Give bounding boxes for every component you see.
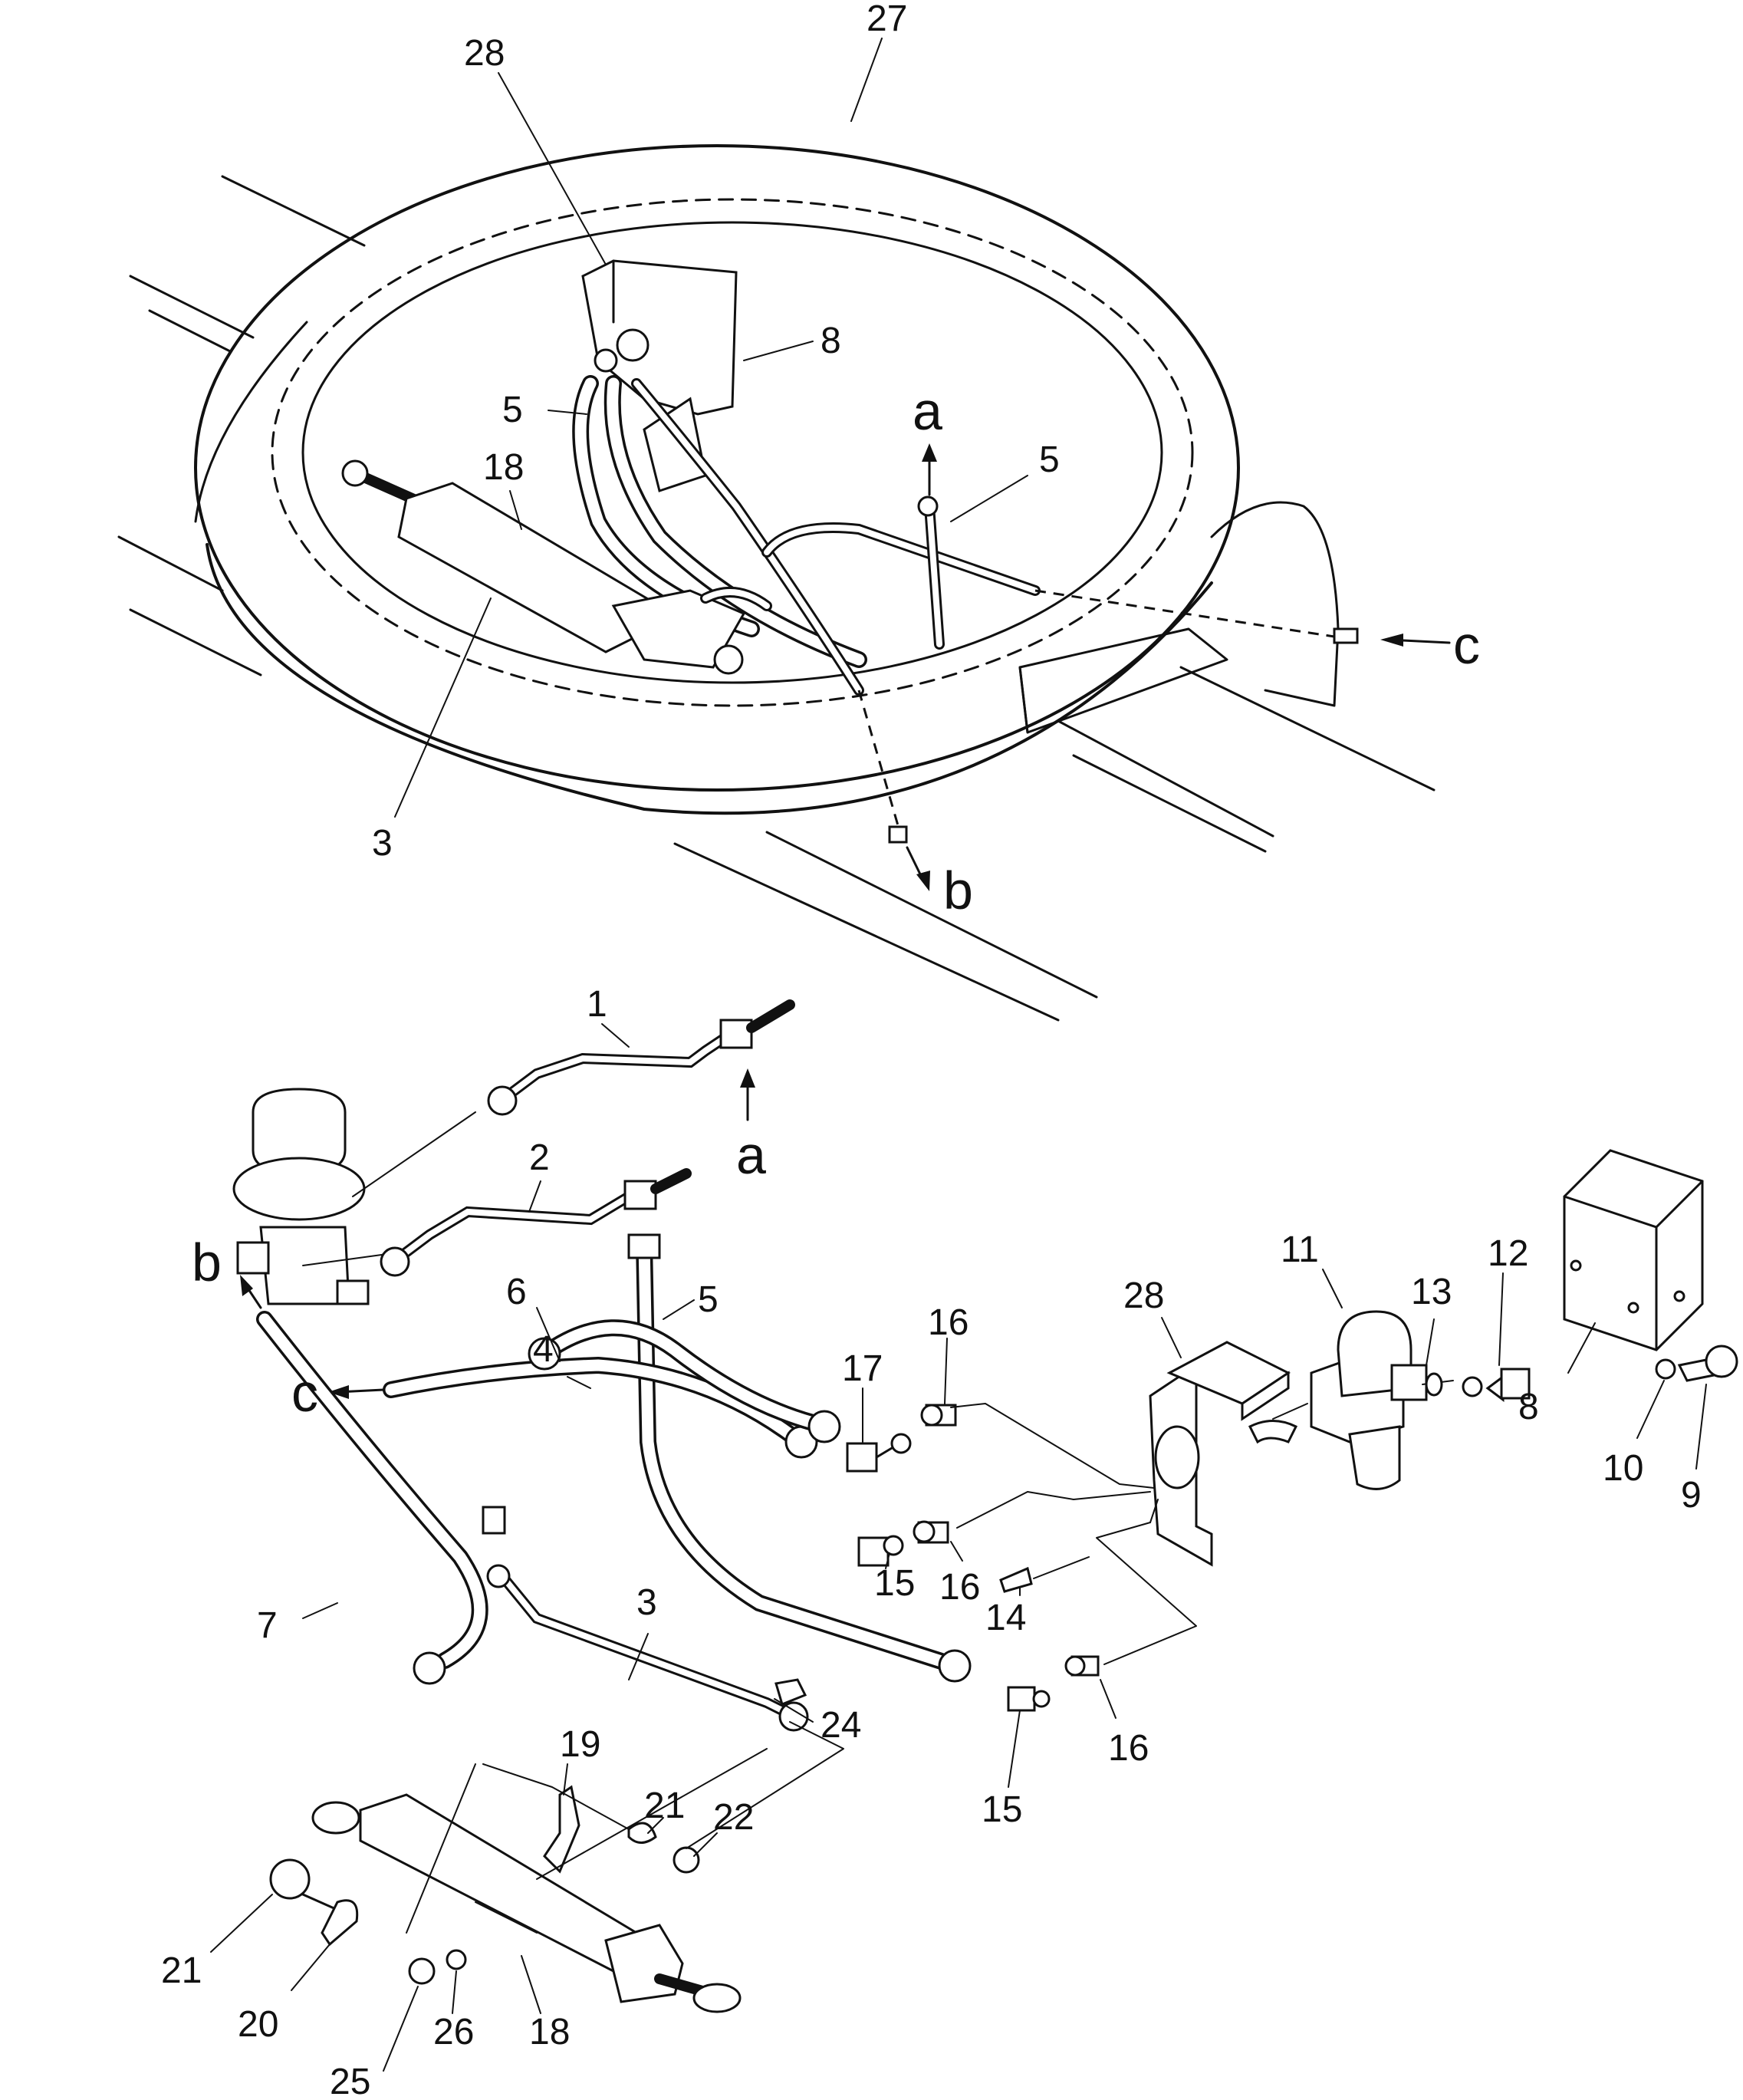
callout-15-b: 15: [982, 1789, 1022, 1830]
cylinder-18: [311, 1793, 742, 2013]
callout-19: 19: [560, 1724, 600, 1765]
callout-6: 6: [506, 1272, 527, 1312]
callout-28-bottom: 28: [1123, 1275, 1164, 1316]
hose-6: [328, 1356, 818, 1459]
pipe-1: [487, 999, 795, 1121]
callout-9: 9: [1681, 1475, 1702, 1516]
callout-18-top: 18: [483, 447, 524, 488]
cover-8: [1563, 1149, 1704, 1351]
fittings: [846, 1403, 1197, 1712]
callout-21-b: 21: [161, 1950, 202, 1991]
connection-letters: a b c a b c: [192, 381, 1480, 1423]
callout-12: 12: [1488, 1233, 1528, 1274]
leaders-top: [394, 38, 1028, 818]
callout-5-bottom: 5: [698, 1279, 719, 1320]
letter-a-bottom: a: [736, 1125, 766, 1185]
bracket-bottom: [1149, 1341, 1308, 1567]
machine-frame: [117, 175, 1436, 1022]
callout-13: 13: [1411, 1272, 1452, 1312]
callout-10: 10: [1603, 1448, 1643, 1489]
callout-16-b: 16: [939, 1567, 980, 1608]
callout-15-a: 15: [874, 1563, 915, 1604]
top-hoses: [572, 375, 1041, 696]
top-cylinder: [341, 459, 772, 675]
bracket-top: [581, 259, 738, 492]
callout-7: 7: [257, 1605, 278, 1646]
callout-1: 1: [587, 984, 607, 1025]
callout-4: 4: [533, 1329, 554, 1370]
leaders-bottom: [210, 1023, 1707, 2072]
small-parts: [269, 1678, 844, 1985]
hose-5: [627, 1233, 972, 1683]
callout-16-a: 16: [928, 1302, 969, 1343]
bolts-12-13: [1462, 1368, 1531, 1402]
solenoid-11: [1310, 1310, 1454, 1490]
callout-3-bottom: 3: [636, 1582, 657, 1623]
callout-labels: 27 28 8 5 5 18 3 1 2 6 4 5 7 3 17 16 16 …: [161, 0, 1702, 2100]
callout-22: 22: [713, 1797, 754, 1838]
valve-assembly: [232, 1088, 476, 1305]
letter-c-top: c: [1453, 615, 1480, 675]
letter-b-bottom: b: [192, 1233, 222, 1292]
callout-18-bottom: 18: [529, 2012, 570, 2052]
letter-a-top: a: [913, 381, 942, 441]
callout-20: 20: [238, 2004, 278, 2045]
hose-7: [240, 1275, 488, 1685]
callout-5-top-right: 5: [1039, 439, 1060, 480]
callout-24: 24: [821, 1705, 861, 1746]
callout-25: 25: [330, 2062, 370, 2100]
callout-11: 11: [1281, 1229, 1319, 1270]
callout-27: 27: [867, 0, 907, 39]
callout-16-c: 16: [1108, 1728, 1149, 1769]
letter-c-bottom: c: [291, 1363, 318, 1423]
swing-circle-gear: [194, 144, 1240, 815]
bolts-9-10: [1655, 1345, 1738, 1382]
connection-arrows-top: [857, 443, 1451, 891]
callout-3-top: 3: [372, 823, 393, 864]
callout-8-top: 8: [821, 321, 841, 361]
callout-14: 14: [985, 1598, 1026, 1638]
callout-26: 26: [433, 2012, 474, 2052]
pipe-3: [482, 1506, 809, 1732]
letter-b-top: b: [943, 861, 973, 920]
pipe-2: [380, 1168, 692, 1277]
callout-28-top: 28: [464, 33, 505, 74]
callout-21-a: 21: [644, 1786, 685, 1826]
hose-4: [528, 1319, 841, 1443]
callout-17: 17: [842, 1348, 883, 1389]
callout-8-bottom: 8: [1518, 1387, 1539, 1427]
callout-2: 2: [529, 1137, 550, 1178]
callout-5-top-left: 5: [502, 390, 523, 430]
